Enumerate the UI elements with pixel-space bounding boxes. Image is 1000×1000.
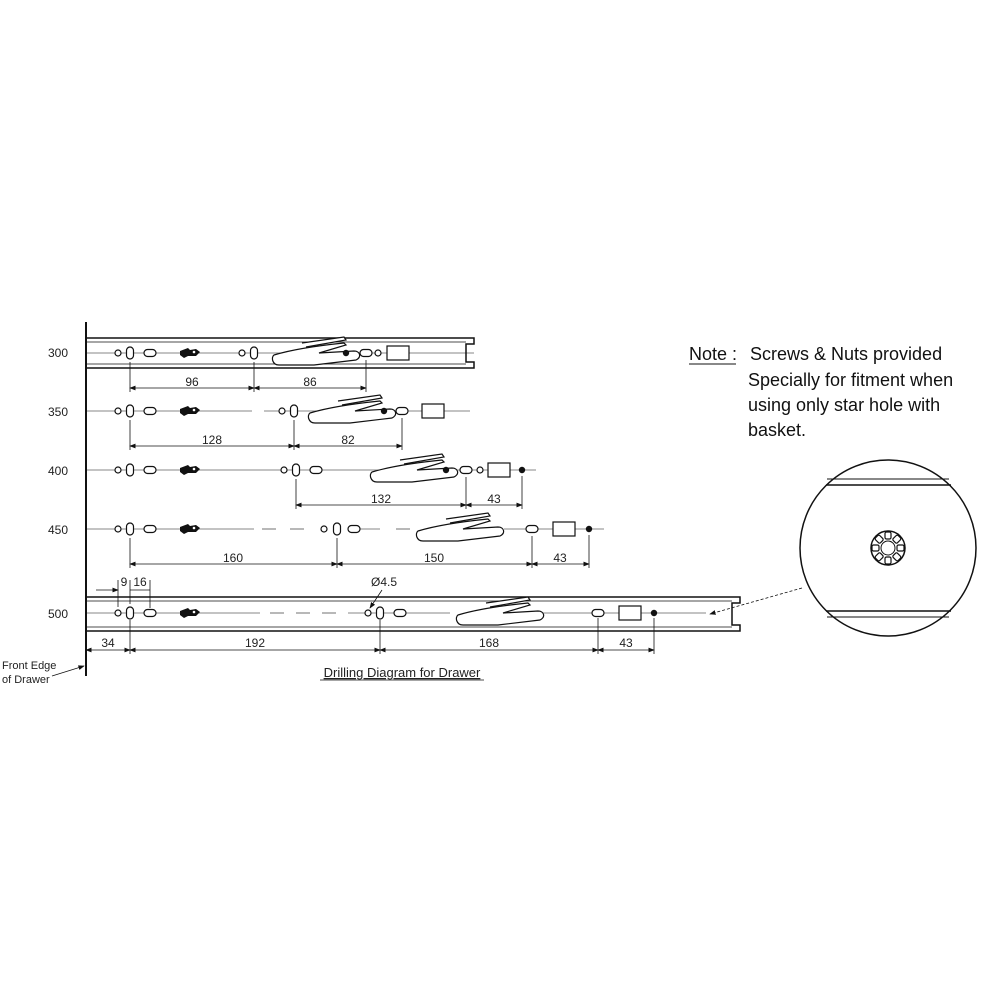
dim-350-a: 128 [202,433,222,447]
dim-400-a: 132 [371,492,391,506]
row-350: 350 128 82 [48,394,470,450]
row-400: 400 132 43 [48,453,536,509]
row-label-500: 500 [48,607,68,621]
star-hole-icon [870,530,906,566]
dim-500-168: 168 [479,636,499,650]
diagram-caption: Drilling Diagram for Drawer [324,665,481,680]
dim-400-b: 43 [487,492,501,506]
dim-450-b: 150 [424,551,444,565]
rail-500 [85,596,741,632]
dim-500-192: 192 [245,636,265,650]
note-label: Note : [689,344,737,364]
note-line-2: Specially for fitment when [748,370,953,390]
dim-500-9: 9 [121,575,128,589]
note-line-1: Screws & Nuts provided [750,344,942,364]
dim-500-16: 16 [133,575,147,589]
dim-350-b: 82 [341,433,355,447]
hole-diameter-label: Ø4.5 [371,575,397,589]
star-hole-detail [799,459,977,637]
dim-300-a: 96 [185,375,199,389]
note-line-4: basket. [748,420,806,440]
note-line-3: using only star hole with [748,395,940,415]
dim-500-43: 43 [619,636,633,650]
front-edge-label-2: of Drawer [2,674,50,686]
dim-300-b: 86 [303,375,317,389]
rail-300 [85,337,475,369]
row-500: 500 9 16 Ø4.5 [48,575,803,654]
row-label-350: 350 [48,405,68,419]
row-label-400: 400 [48,464,68,478]
row-300: 300 96 86 [48,336,475,392]
front-edge-label-1: Front Edge [2,660,56,672]
row-label-450: 450 [48,523,68,537]
dim-450-c: 43 [553,551,567,565]
row-label-300: 300 [48,346,68,360]
dim-450-a: 160 [223,551,243,565]
row-450: 450 160 150 43 [48,512,604,568]
dim-500-34: 34 [101,636,115,650]
